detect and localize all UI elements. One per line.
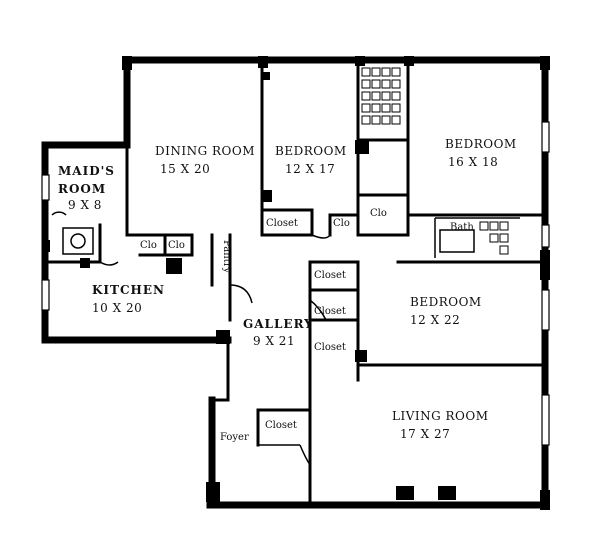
bedroom-3-dims: 12 X 22 (410, 313, 460, 327)
maids-room-label-line1: MAID'S (58, 164, 115, 178)
bedroom-3-label: BEDROOM (410, 295, 482, 309)
bath-tile-pattern (361, 67, 509, 255)
door-swings (99, 234, 331, 466)
wall-columns (42, 56, 550, 510)
dining-room-dims: 15 X 20 (160, 162, 210, 176)
maids-room-dims: 9 X 8 (68, 198, 102, 212)
bedroom-2-label: BEDROOM (445, 137, 517, 151)
living-room-label: LIVING ROOM (392, 409, 489, 423)
closet-label-bedroom1: Closet (266, 218, 298, 229)
closet-label-gallery-3: Closet (314, 342, 346, 353)
closet-label-gallery-2: Closet (314, 306, 346, 317)
kitchen-dims: 10 X 20 (92, 301, 142, 315)
pantry-label: Pantry (221, 240, 232, 273)
maid-room-fixture (51, 211, 67, 216)
clo-label-bedroom1: Clo (333, 218, 350, 229)
closet-label-foyer: Closet (265, 420, 297, 431)
maids-room-label-line2: ROOM (58, 182, 106, 196)
living-room-dims: 17 X 27 (400, 427, 450, 441)
fixtures (51, 211, 475, 255)
dining-room-label: DINING ROOM (155, 144, 255, 158)
windows (41, 121, 550, 446)
gallery-label: GALLERY (243, 317, 314, 331)
bathtub-fixture (439, 229, 475, 253)
clo-label-kitchen-b: Clo (168, 240, 185, 251)
gallery-dims: 9 X 21 (253, 334, 295, 348)
room-labels: MAID'S ROOM 9 X 8 DINING ROOM 15 X 20 BE… (58, 137, 517, 441)
foyer-label: Foyer (220, 432, 249, 443)
closet-label-gallery-1: Closet (314, 270, 346, 281)
small-labels: Closet Clo Clo Bath Clo Clo Pantry Close… (140, 208, 474, 443)
clo-label-kitchen-a: Clo (140, 240, 157, 251)
kitchen-sink-fixture (62, 227, 94, 255)
bedroom-1-dims: 12 X 17 (285, 162, 335, 176)
bedroom-1-label: BEDROOM (275, 144, 347, 158)
bedroom-2-dims: 16 X 18 (448, 155, 498, 169)
bath-label: Bath (450, 222, 474, 233)
kitchen-label: KITCHEN (92, 283, 165, 297)
clo-label-bedroom2: Clo (370, 208, 387, 219)
